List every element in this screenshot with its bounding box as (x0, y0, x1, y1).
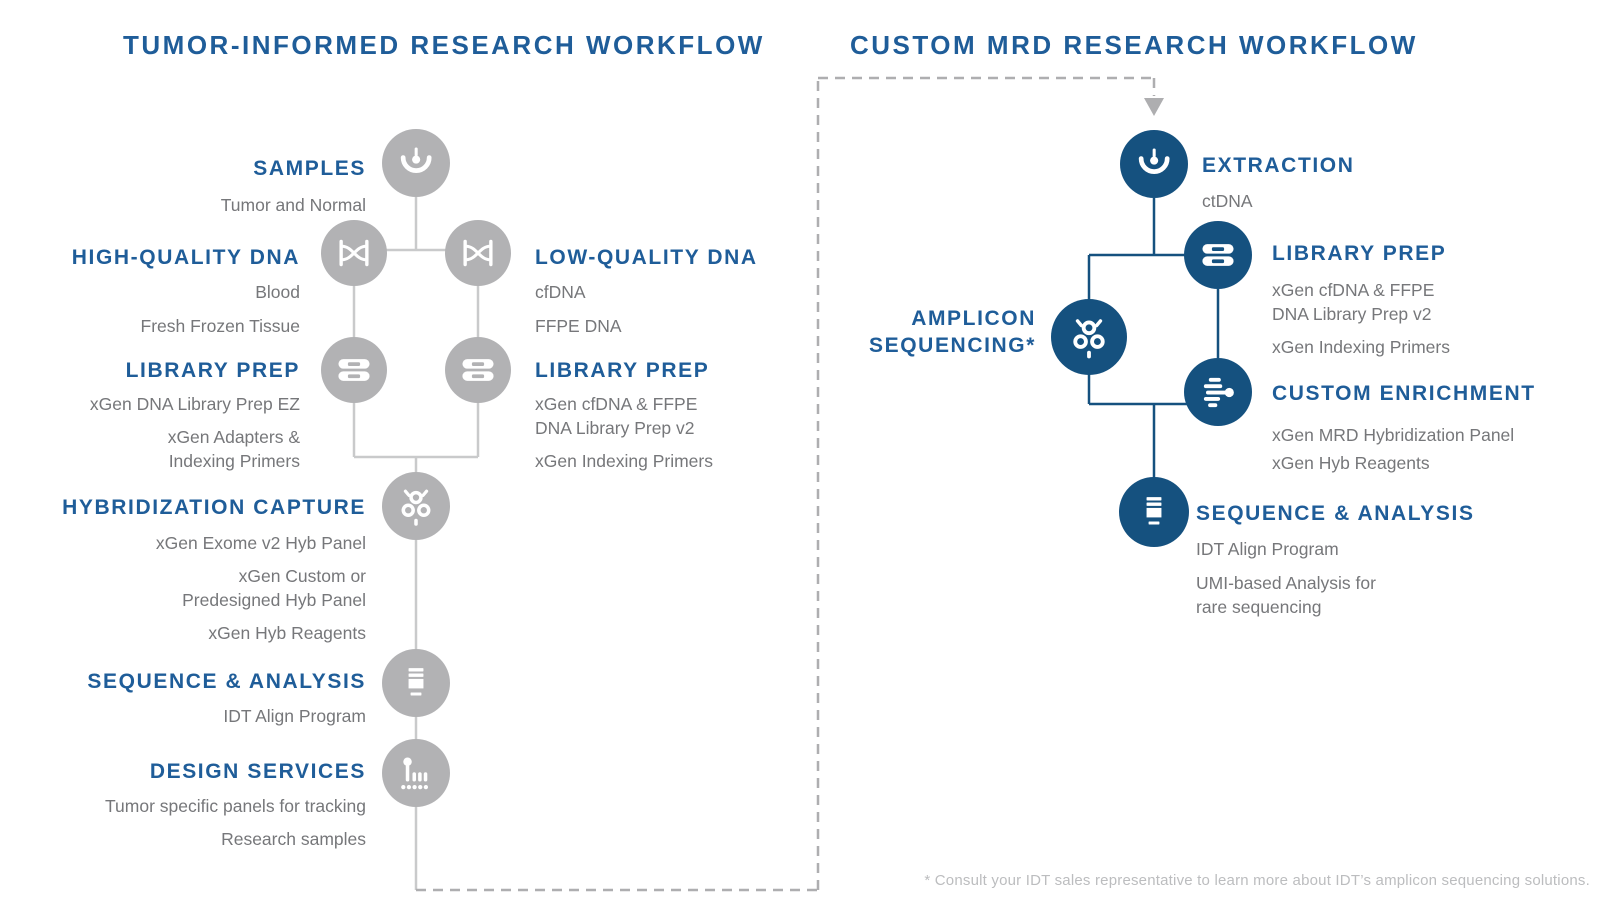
dashed-flow-connector (416, 76, 1156, 892)
hybridization-icon (401, 489, 431, 526)
hybridization-capture-item: xGen Hyb Reagents (208, 623, 366, 643)
sequence-analysis-item-left: IDT Align Program (223, 706, 366, 726)
design-services-item: Tumor specific panels for tracking (105, 796, 366, 816)
left-workflow-title: TUMOR-INFORMED RESEARCH WORKFLOW (123, 30, 765, 60)
library-prep-icon (338, 359, 370, 381)
sequence-analysis-node-right (1119, 477, 1189, 547)
sequence-icon (1146, 497, 1162, 525)
hybridization-capture-item: xGen Exome v2 Hyb Panel (155, 533, 366, 553)
library-prep-low-item: xGen cfDNA & FFPE DNA Library Prep v2 (535, 394, 698, 438)
footnote: * Consult your IDT sales representative … (924, 872, 1590, 889)
custom-enrichment-item: xGen Hyb Reagents (1272, 453, 1430, 473)
sequence-analysis-heading-left: SEQUENCE & ANALYSIS (87, 670, 366, 693)
low-quality-dna-item: FFPE DNA (535, 316, 622, 336)
sequence-analysis-item-right: IDT Align Program (1196, 539, 1339, 559)
hybridization-capture-heading: HYBRIDIZATION CAPTURE (62, 496, 366, 519)
library-prep-mrd-item: xGen Indexing Primers (1272, 337, 1450, 357)
extraction-heading: EXTRACTION (1202, 154, 1355, 177)
samples-heading: SAMPLES (253, 157, 366, 180)
samples-node (382, 129, 450, 197)
design-services-node (382, 739, 450, 807)
hybridization-capture-item: xGen Custom or Predesigned Hyb Panel (182, 566, 366, 610)
library-prep-mrd-node (1184, 221, 1252, 289)
high-quality-dna-node (321, 220, 387, 286)
library-prep-high-heading: LIBRARY PREP (125, 359, 300, 382)
sequence-analysis-heading-right: SEQUENCE & ANALYSIS (1196, 502, 1475, 525)
high-quality-dna-item: Fresh Frozen Tissue (140, 316, 301, 336)
library-prep-low-heading: LIBRARY PREP (535, 359, 710, 382)
sequence-icon (408, 668, 424, 696)
dna-icon (339, 239, 369, 267)
design-services-icon (401, 757, 428, 790)
sample-collection-icon (400, 147, 432, 173)
custom-enrichment-node (1184, 358, 1252, 426)
hybridization-icon (1073, 319, 1105, 359)
low-quality-dna-node (445, 220, 511, 286)
library-prep-mrd-item: xGen cfDNA & FFPE DNA Library Prep v2 (1272, 280, 1435, 324)
low-quality-dna-item: cfDNA (535, 282, 586, 302)
enrichment-icon (1203, 377, 1234, 408)
design-services-item: Research samples (221, 829, 366, 849)
custom-enrichment-heading: CUSTOM ENRICHMENT (1272, 382, 1536, 405)
arrow-down-icon (1144, 98, 1164, 116)
amplicon-sequencing-heading: AMPLICON SEQUENCING* (869, 307, 1036, 357)
library-prep-icon (462, 359, 494, 381)
library-prep-high-node (321, 337, 387, 403)
right-workflow-title: CUSTOM MRD RESEARCH WORKFLOW (850, 30, 1418, 60)
library-prep-high-item: xGen DNA Library Prep EZ (89, 394, 300, 414)
design-services-heading: DESIGN SERVICES (149, 760, 366, 783)
library-prep-high-item: xGen Adapters & Indexing Primers (167, 427, 300, 471)
sample-collection-icon (1138, 148, 1170, 174)
sequence-analysis-item-right: UMI-based Analysis for rare sequencing (1196, 573, 1376, 617)
library-prep-low-item: xGen Indexing Primers (535, 451, 713, 471)
high-quality-dna-heading: HIGH-QUALITY DNA (71, 246, 300, 269)
sequence-analysis-node-left (382, 649, 450, 717)
extraction-item: ctDNA (1202, 191, 1253, 211)
high-quality-dna-item: Blood (255, 282, 300, 302)
samples-item: Tumor and Normal (220, 195, 366, 215)
custom-enrichment-item: xGen MRD Hybridization Panel (1272, 425, 1515, 445)
library-prep-low-node (445, 337, 511, 403)
right-workflow-connectors (1087, 198, 1220, 478)
extraction-node (1120, 130, 1188, 198)
low-quality-dna-heading: LOW-QUALITY DNA (535, 246, 758, 269)
library-prep-mrd-heading: LIBRARY PREP (1272, 242, 1447, 265)
dna-icon (463, 239, 493, 267)
amplicon-sequencing-node (1051, 299, 1127, 375)
hybridization-capture-node (382, 472, 450, 540)
library-prep-icon (1202, 244, 1234, 266)
